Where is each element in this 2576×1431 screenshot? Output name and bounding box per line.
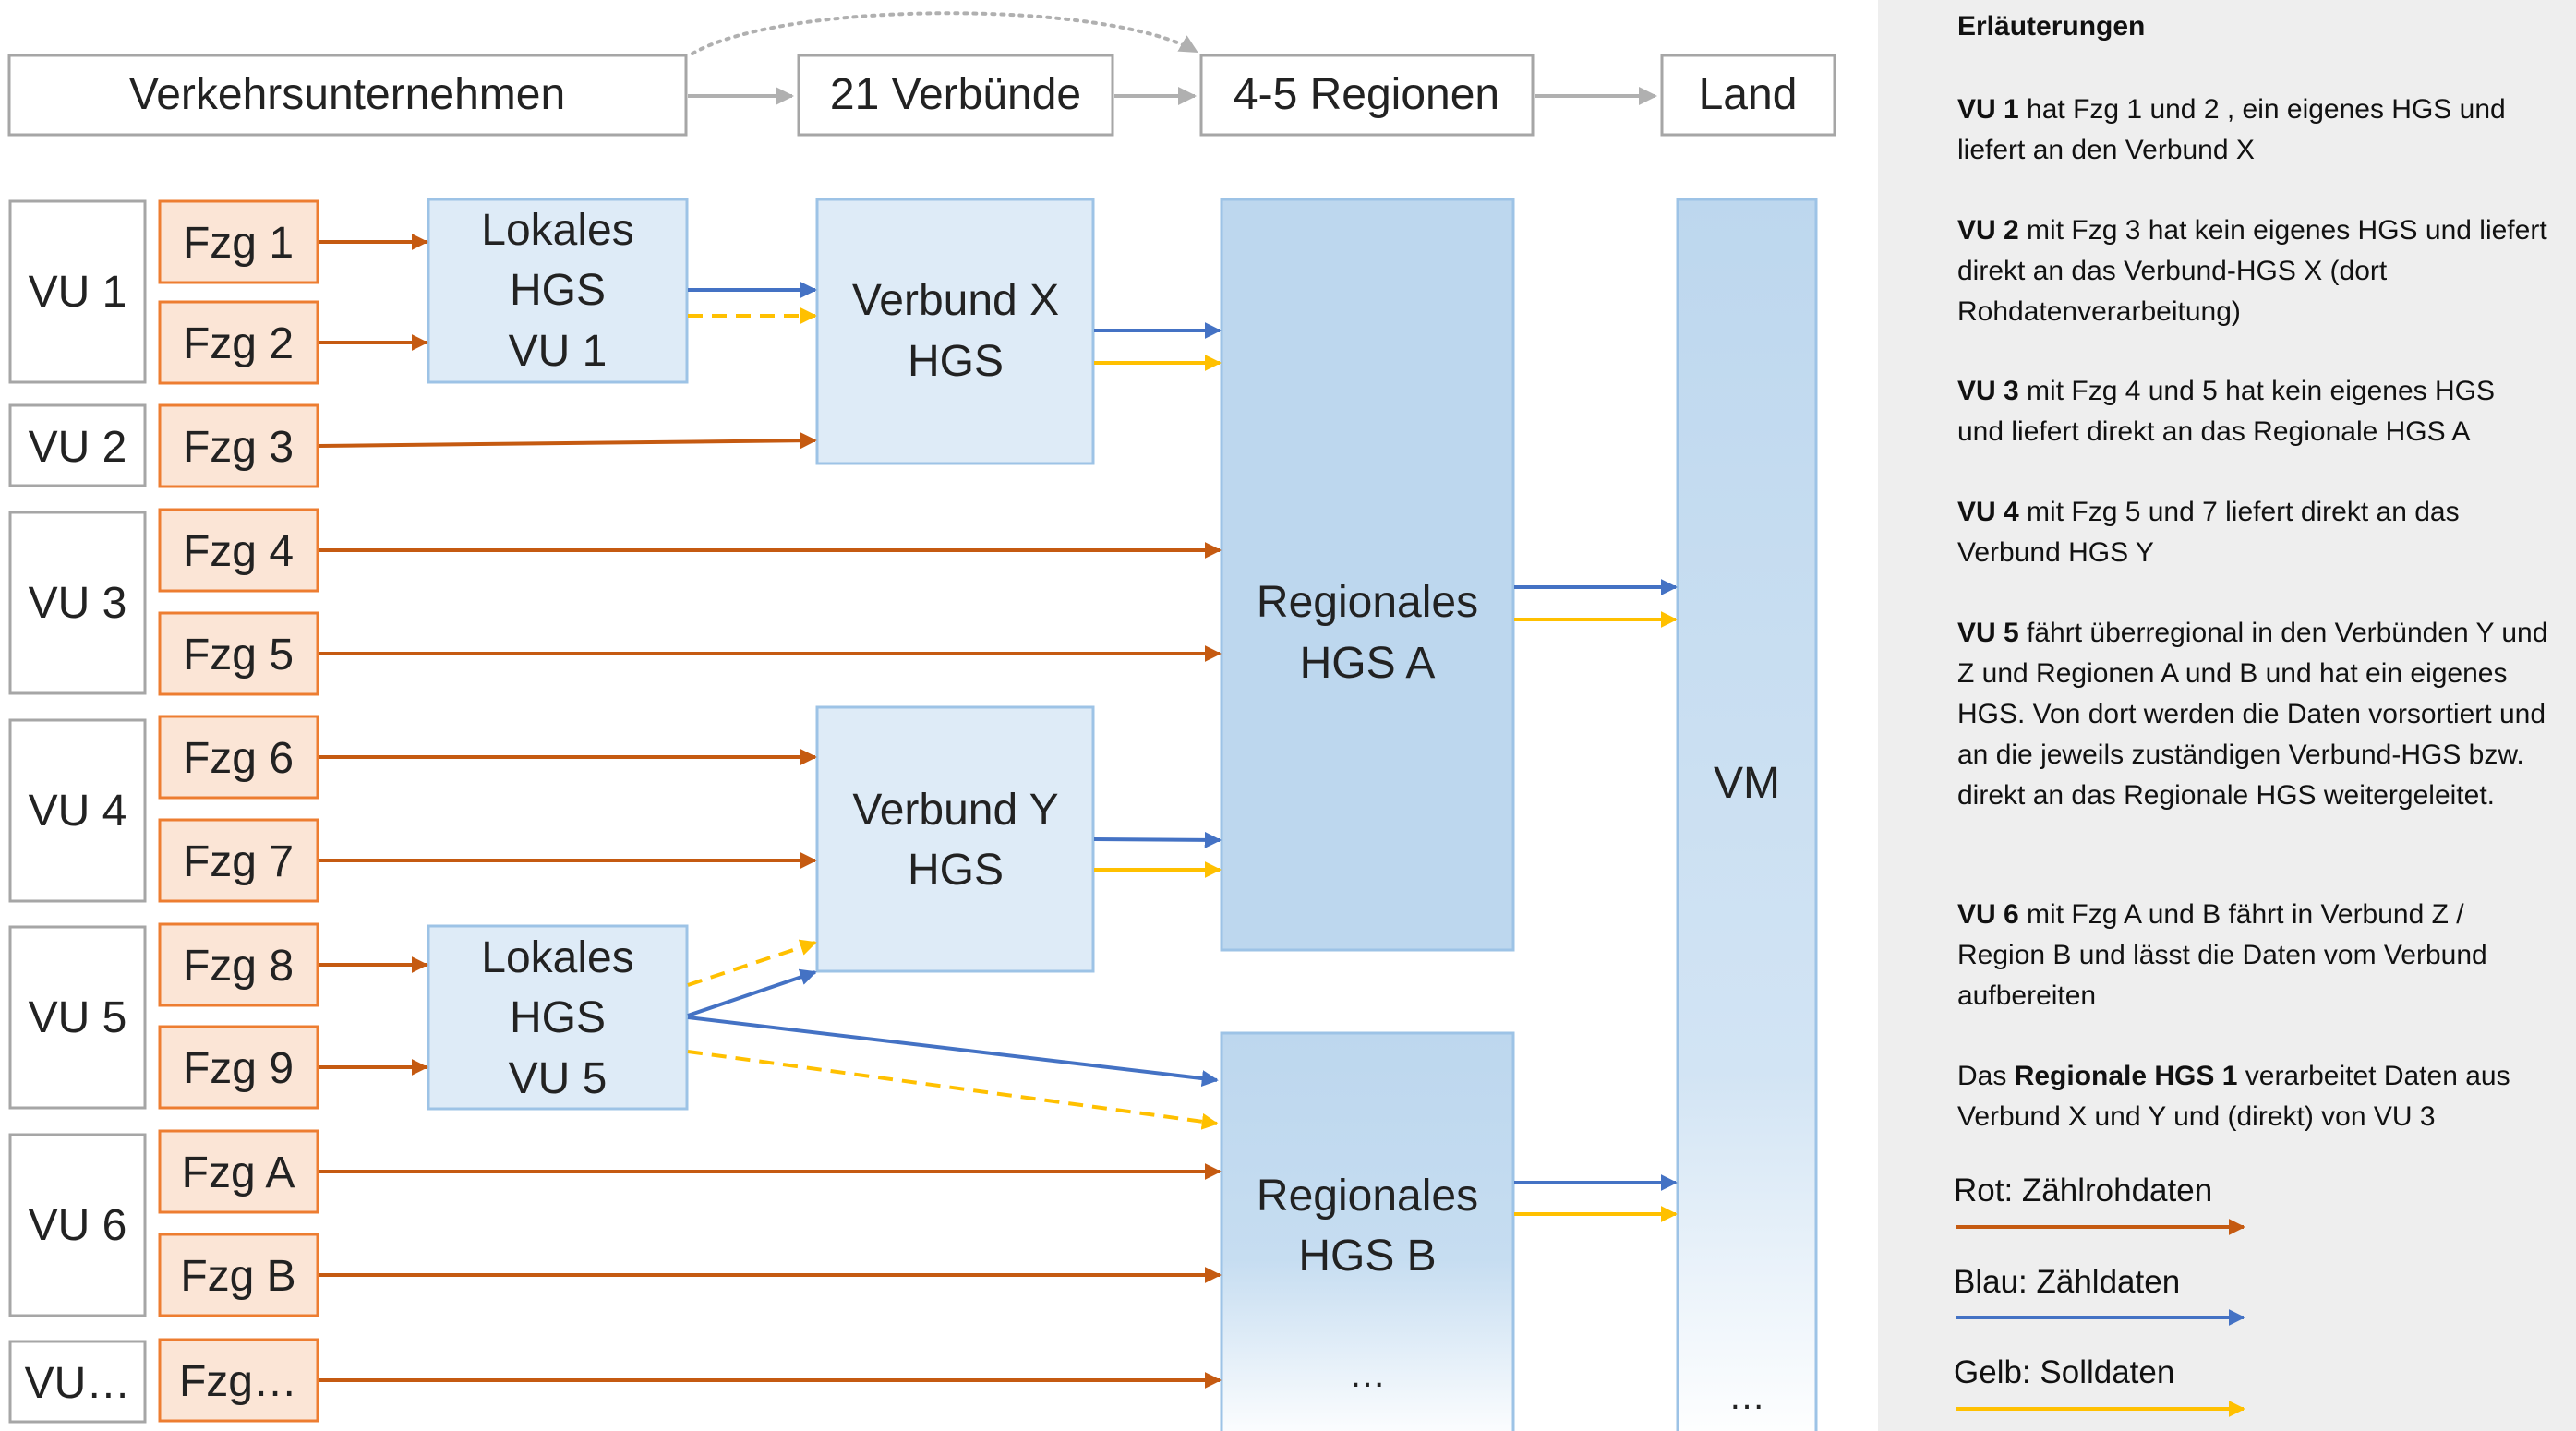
- vm-more-label: …: [1728, 1377, 1765, 1417]
- header-row: Verkehrsunternehmen 21 Verbünde 4-5 Regi…: [7, 11, 1836, 137]
- count-data-arrows: [687, 282, 1678, 1191]
- hub-label: Lokales: [481, 933, 633, 982]
- legend-key-raw: Rot: Zählrohdaten: [1954, 1172, 2213, 1209]
- company-box-vu5: [8, 925, 147, 1110]
- vehicle-box: [158, 922, 319, 1007]
- hub-label: Regionales: [1257, 578, 1478, 627]
- header-land: Land: [1699, 70, 1798, 119]
- vehicle-label: Fzg A: [182, 1148, 295, 1197]
- hub-label: HGS A: [1300, 639, 1436, 688]
- target-data-arrow: [687, 1050, 1219, 1130]
- legend-key-count: Blau: Zähldaten: [1954, 1264, 2181, 1300]
- hub-label: HGS: [510, 266, 606, 315]
- company-label: VU 2: [29, 423, 127, 472]
- legend-note-vu5: VU 5 fährt überregional in den Verbünden…: [1957, 618, 2548, 811]
- verbund-x-hgs: Verbund X HGS: [815, 198, 1095, 465]
- company-box-vu3: [8, 511, 147, 695]
- hub-label: VU 5: [509, 1054, 608, 1103]
- legend-key-target: Gelb: Solldaten: [1954, 1354, 2175, 1390]
- vehicle-box: [158, 199, 319, 284]
- vehicle-label: Fzg 7: [183, 837, 294, 886]
- hub-label: VU 1: [509, 327, 608, 376]
- vehicle-label: Fzg…: [179, 1357, 297, 1406]
- hub-label: HGS B: [1298, 1232, 1436, 1281]
- vehicle-label: Fzg 5: [183, 631, 294, 679]
- company-label: VU 4: [29, 787, 127, 836]
- raw-data-arrows: [318, 234, 1222, 1389]
- legend-arrows: [1956, 1219, 2245, 1417]
- company-box-vu6: [8, 1133, 147, 1317]
- vehicle-box: [158, 1129, 319, 1214]
- vehicle-label: Fzg 3: [183, 423, 294, 472]
- legend-note-vu4: VU 4 mit Fzg 5 und 7 liefert direkt an d…: [1957, 497, 2460, 568]
- vehicle-label: Fzg 9: [183, 1044, 294, 1093]
- legend-note-vu2: VU 2 mit Fzg 3 hat kein eigenes HGS und …: [1957, 215, 2547, 327]
- company-box-vu1: [8, 199, 147, 384]
- vehicle-label: Fzg 2: [183, 319, 294, 368]
- vehicle-box: [158, 818, 319, 903]
- company-box-vu2: [8, 403, 147, 487]
- company-label: VU 3: [29, 579, 127, 628]
- vm-land: VM …: [1676, 198, 1818, 1431]
- hub-label: Regionales: [1257, 1172, 1478, 1221]
- raw-data-arrow: [318, 432, 817, 450]
- company-box-more: [8, 1340, 147, 1424]
- vm-label: VM: [1714, 759, 1780, 808]
- count-data-arrow: [687, 1016, 1219, 1088]
- header-regionen: 4-5 Regionen: [1234, 70, 1499, 119]
- header-verkehrsunternehmen: Verkehrsunternehmen: [129, 70, 565, 119]
- header-verbuende-box: [797, 54, 1114, 137]
- header-bypass-arrow: [691, 11, 1198, 55]
- vehicle-box: [158, 715, 319, 800]
- header-verkehrsunternehmen-box: [7, 54, 688, 137]
- company-label: VU…: [25, 1359, 131, 1408]
- vehicle-box: [158, 508, 319, 593]
- local-hgs-vu1: Lokales HGS VU 1: [427, 198, 689, 384]
- vehicle-label: Fzg 6: [183, 734, 294, 783]
- header-regionen-box: [1199, 54, 1535, 137]
- header-verbuende: 21 Verbünde: [830, 70, 1081, 119]
- verbund-y-hgs: Verbund Y HGS: [815, 705, 1095, 973]
- regional-hgs-a: Regionales HGS A: [1220, 198, 1515, 952]
- vehicle-box: [158, 300, 319, 385]
- legend-note-regional: Das Regionale HGS 1 verarbeitet Daten au…: [1957, 1061, 2510, 1132]
- legend-title: Erläuterungen: [1957, 11, 2146, 42]
- vehicle-label: Fzg 8: [183, 942, 294, 991]
- hub-more-label: …: [1349, 1354, 1386, 1395]
- vehicle-box: [158, 1338, 319, 1423]
- vehicle-box: [158, 1233, 319, 1317]
- regional-hgs-b: Regionales HGS B …: [1220, 1031, 1515, 1431]
- vehicle-label: Fzg B: [180, 1252, 295, 1301]
- vehicle-label: Fzg 4: [183, 527, 294, 576]
- legend-note-vu6: VU 6 mit Fzg A und B fährt in Verbund Z …: [1957, 899, 2487, 1011]
- count-data-arrow: [1093, 831, 1222, 848]
- company-column: VU 1 VU 2 VU 3 VU 4 VU 5 VU 6 VU…: [8, 199, 147, 1424]
- vehicle-box: [158, 611, 319, 696]
- hub-label: Verbund Y: [852, 786, 1058, 835]
- count-data-arrow: [687, 968, 817, 1017]
- vehicle-box: [158, 403, 319, 488]
- legend-note-vu1: VU 1 hat Fzg 1 und 2 , ein eigenes HGS u…: [1957, 94, 2506, 165]
- legend-note-vu3: VU 3 mit Fzg 4 und 5 hat kein eigenes HG…: [1957, 376, 2495, 447]
- hub-label: HGS: [908, 337, 1004, 386]
- hub-label: HGS: [908, 846, 1004, 895]
- company-box-vu4: [8, 718, 147, 903]
- company-label: VU 5: [29, 993, 127, 1042]
- hub-label: Lokales: [481, 206, 633, 255]
- header-land-box: [1660, 54, 1836, 137]
- target-data-arrows: [687, 307, 1678, 1222]
- company-label: VU 1: [29, 268, 127, 317]
- vehicle-box: [158, 1025, 319, 1110]
- legend-panel: Erläuterungen VU 1 hat Fzg 1 und 2 , ein…: [1878, 0, 2576, 1431]
- company-label: VU 6: [29, 1201, 127, 1250]
- vehicle-label: Fzg 1: [183, 219, 294, 268]
- local-hgs-vu5: Lokales HGS VU 5: [427, 924, 689, 1111]
- hub-label: Verbund X: [852, 276, 1059, 325]
- hub-label: HGS: [510, 993, 606, 1042]
- vehicle-column: Fzg 1 Fzg 2 Fzg 3 Fzg 4 Fzg 5 Fzg 6 Fzg …: [158, 199, 319, 1423]
